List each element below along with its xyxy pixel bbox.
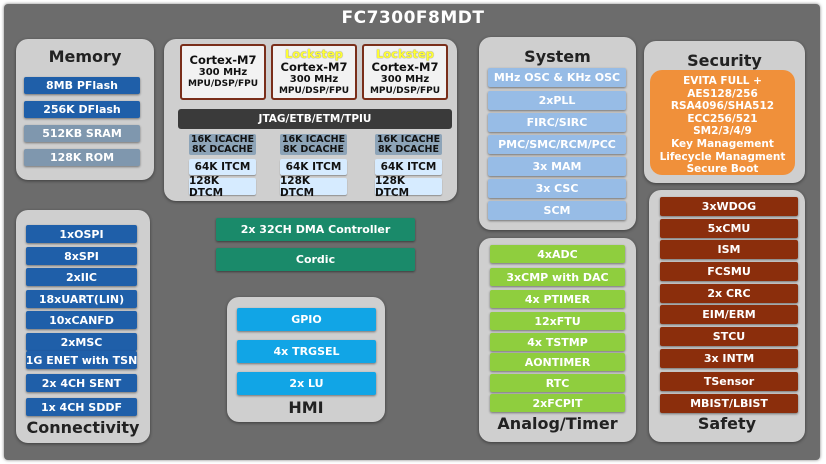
security-line-7: Lifecycle Managment xyxy=(659,150,786,163)
security-line-5: SM2/3/4/9 xyxy=(693,125,752,138)
dcache-3: 8K DCACHE xyxy=(378,143,439,155)
conn-iic: 2xIIC xyxy=(26,268,137,286)
system-scm: SCM xyxy=(488,201,626,220)
security-line-2: AES128/256 xyxy=(687,87,758,100)
dcache-1: 8K DCACHE xyxy=(192,143,253,155)
conn-canfd: 10xCANFD xyxy=(26,311,137,329)
memory-rom: 128K ROM xyxy=(24,149,140,166)
analog-rtc: RTC xyxy=(490,374,625,392)
safety-intm: 3x INTM xyxy=(660,349,798,368)
cpu-core-2-speed: 300 MHz xyxy=(289,74,339,85)
conn-spi: 8xSPI xyxy=(26,247,137,265)
system-csc: 3x CSC xyxy=(488,179,626,198)
hmi-title: HMI xyxy=(288,398,324,417)
cpu-core-2: Lockstep Cortex-M7 300 MHz MPU/DSP/FPU xyxy=(271,44,357,100)
analog-adc: 4xADC xyxy=(490,245,625,263)
hmi-gpio: GPIO xyxy=(237,308,376,331)
analog-aontimer: AONTIMER xyxy=(490,353,625,371)
cpu-core-3-speed: 300 MHz xyxy=(380,74,430,85)
memory-dflash: 256K DFlash xyxy=(24,101,140,118)
memory-title: Memory xyxy=(48,47,122,66)
icache-3: 16K ICACHE xyxy=(376,133,441,145)
itcm-2: 64K ITCM xyxy=(280,159,347,175)
security-line-4: ECC256/521 xyxy=(687,112,758,125)
safety-mbist-lbist: MBIST/LBIST xyxy=(660,394,798,413)
analog-fcpit: 2xFCPIT xyxy=(490,394,625,412)
cordic: Cordic xyxy=(216,248,415,271)
cpu-core-3: Lockstep Cortex-M7 300 MHz MPU/DSP/FPU xyxy=(362,44,448,100)
cpu-core-2-features: MPU/DSP/FPU xyxy=(278,86,350,96)
analog-timer-title: Analog/Timer xyxy=(497,414,618,433)
dma-controller: 2x 32CH DMA Controller xyxy=(216,218,415,241)
system-pll: 2xPLL xyxy=(488,91,626,110)
security-line-6: Key Management xyxy=(671,137,774,150)
icache-2: 16K ICACHE xyxy=(281,133,346,145)
conn-uart: 18xUART(LIN) xyxy=(26,290,137,308)
itcm-1: 64K ITCM xyxy=(189,159,256,175)
safety-crc: 2x CRC xyxy=(660,284,798,303)
debug-bus: JTAG/ETB/ETM/TPIU xyxy=(178,109,452,129)
connectivity-title: Connectivity xyxy=(26,418,140,437)
dtcm-2: 128K DTCM xyxy=(280,175,347,199)
analog-ftu: 12xFTU xyxy=(490,312,625,330)
memory-pflash: 8MB PFlash xyxy=(24,77,140,94)
cache-block-1: 16K ICACHE 8K DCACHE xyxy=(189,134,256,155)
cache-block-3: 16K ICACHE 8K DCACHE xyxy=(375,134,442,155)
system-mam: 3x MAM xyxy=(488,157,626,176)
cache-block-2: 16K ICACHE 8K DCACHE xyxy=(280,134,347,155)
conn-sent: 2x 4CH SENT xyxy=(26,374,137,392)
chip-title: FC7300F8MDT xyxy=(341,8,485,28)
cpu-core-3-name: Cortex-M7 xyxy=(371,60,439,74)
conn-enet: 1G ENET with TSN xyxy=(26,351,137,369)
safety-eim-erm: EIM/ERM xyxy=(660,305,798,324)
icache-1: 16K ICACHE xyxy=(190,133,255,145)
memory-sram: 512KB SRAM xyxy=(24,125,140,142)
cpu-core-3-features: MPU/DSP/FPU xyxy=(369,86,441,96)
conn-sddf: 1x 4CH SDDF xyxy=(26,398,137,416)
analog-tstmp: 4x TSTMP xyxy=(490,333,625,351)
safety-title: Safety xyxy=(697,414,757,433)
conn-msc: 2xMSC xyxy=(26,333,137,351)
hmi-lu: 2x LU xyxy=(237,372,376,395)
security-line-3: RSA4096/SHA512 xyxy=(670,100,775,113)
itcm-3: 64K ITCM xyxy=(375,159,442,175)
system-firc: FIRC/SIRC xyxy=(488,113,626,132)
dtcm-3: 128K DTCM xyxy=(375,175,442,199)
safety-wdog: 3xWDOG xyxy=(660,197,798,216)
security-features: EVITA FULL + AES128/256 RSA4096/SHA512 E… xyxy=(650,70,795,175)
safety-cmu: 5xCMU xyxy=(660,219,798,238)
system-osc: MHz OSC & KHz OSC xyxy=(488,68,626,87)
cpu-core-1-features: MPU/DSP/FPU xyxy=(187,79,259,89)
dcache-2: 8K DCACHE xyxy=(283,143,344,155)
cpu-core-2-name: Cortex-M7 xyxy=(280,60,348,74)
safety-tsensor: TSensor xyxy=(660,372,798,391)
system-title: System xyxy=(524,47,591,66)
hmi-trgsel: 4x TRGSEL xyxy=(237,340,376,363)
security-line-1: EVITA FULL + xyxy=(683,75,762,87)
cpu-core-1-name: Cortex-M7 xyxy=(189,53,257,67)
analog-ptimer: 4x PTIMER xyxy=(490,290,625,308)
security-title: Security xyxy=(687,51,762,70)
safety-fcsmu: FCSMU xyxy=(660,262,798,281)
cpu-core-1: Cortex-M7 300 MHz MPU/DSP/FPU xyxy=(180,44,266,100)
safety-ism: ISM xyxy=(660,240,798,259)
analog-cmp: 3xCMP with DAC xyxy=(490,268,625,286)
dtcm-1: 128K DTCM xyxy=(189,175,256,199)
security-line-8: Secure Boot xyxy=(686,163,759,176)
conn-ospi: 1xOSPI xyxy=(26,225,137,243)
cpu-core-2-lockstep: Lockstep xyxy=(284,47,344,61)
system-pmc: PMC/SMC/RCM/PCC xyxy=(488,135,626,154)
cpu-core-1-speed: 300 MHz xyxy=(198,67,248,78)
safety-stcu: STCU xyxy=(660,327,798,346)
cpu-core-3-lockstep: Lockstep xyxy=(375,47,435,61)
